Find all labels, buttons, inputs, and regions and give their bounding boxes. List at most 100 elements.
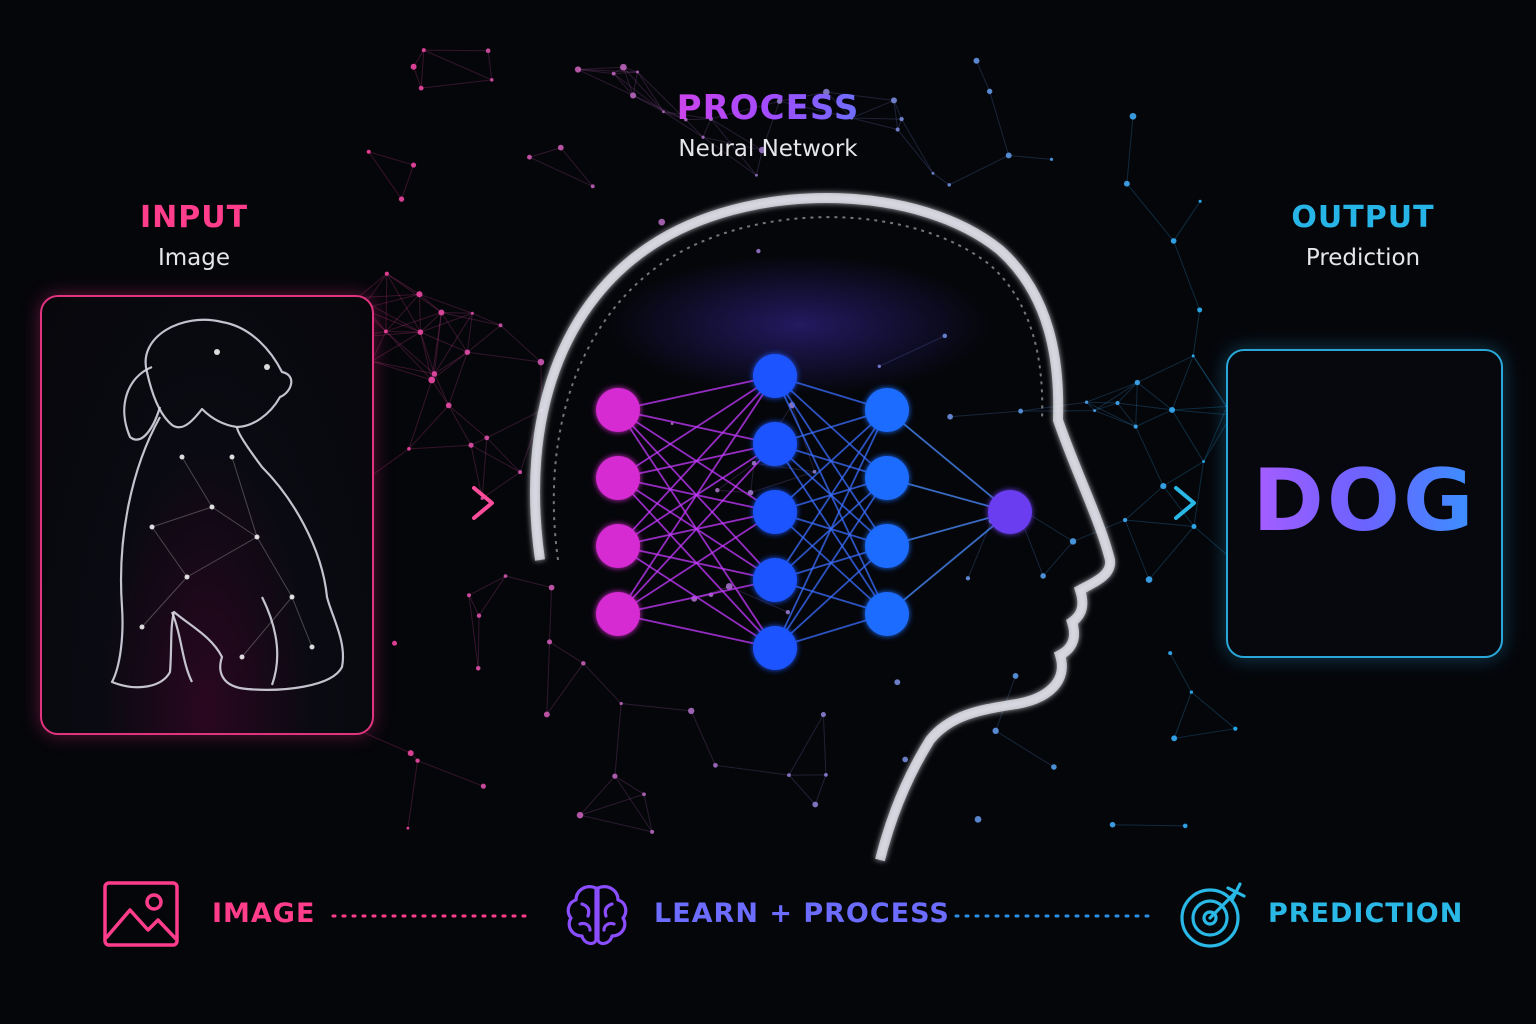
constellation-link [441, 312, 468, 353]
constellation-link [948, 155, 1009, 186]
constellation-link [1163, 461, 1204, 487]
constellation-dot [1169, 406, 1176, 413]
constellation-link [851, 117, 898, 131]
constellation-dot [527, 154, 532, 160]
constellation-link [1137, 382, 1173, 411]
constellation-dot [576, 811, 584, 819]
constellation-link [371, 360, 435, 375]
constellation-dot [485, 48, 491, 54]
constellation-link [622, 67, 634, 96]
constellation-dot [366, 149, 371, 154]
network-connection [617, 443, 776, 615]
constellation-dot [1168, 651, 1173, 656]
process-title: PROCESS [568, 88, 968, 128]
constellation-link [950, 410, 1021, 418]
constellation-link [487, 50, 493, 80]
constellation-dot [636, 70, 639, 74]
constellation-link [385, 273, 388, 332]
constellation-link [579, 775, 616, 816]
network-node-layer-3 [865, 592, 909, 636]
constellation-dot [895, 127, 900, 132]
constellation-link [478, 575, 506, 616]
constellation-dot [470, 311, 474, 315]
constellation-link [976, 60, 991, 92]
constellation-link [549, 587, 553, 642]
constellation-link [1173, 691, 1192, 739]
constellation-link [851, 117, 902, 120]
constellation-link [470, 445, 483, 499]
constellation-link [761, 101, 780, 151]
constellation-link [814, 774, 827, 805]
network-node-layer-2 [753, 354, 797, 398]
network-node-layer-2 [753, 490, 797, 534]
constellation-dot [1069, 538, 1077, 545]
constellation-dot [445, 402, 452, 409]
network-connection [774, 477, 888, 649]
constellation-link [1169, 652, 1192, 693]
constellation-link [710, 118, 763, 151]
constellation-link [851, 99, 895, 119]
network-connection [774, 409, 888, 581]
constellation-dot [965, 576, 971, 581]
constellation-dot [787, 773, 791, 778]
constellation-dot [557, 144, 564, 151]
constellation-link [1117, 402, 1173, 411]
constellation-dot [823, 88, 830, 96]
network-connection [886, 409, 1011, 513]
constellation-link [418, 294, 421, 333]
constellation-link [423, 49, 489, 52]
constellation-dot [484, 435, 490, 441]
constellation-link [1086, 382, 1138, 403]
constellation-link [546, 663, 584, 715]
constellation-link [893, 100, 899, 130]
network-node-layer-3 [865, 524, 909, 568]
constellation-link [549, 641, 584, 664]
network-connection [617, 375, 776, 615]
constellation-link [1191, 691, 1236, 730]
constellation-dot [1040, 573, 1046, 579]
constellation-dot [1233, 726, 1238, 731]
constellation-dot [684, 117, 688, 122]
constellation-link [702, 136, 757, 176]
constellation-link [621, 703, 692, 712]
constellation-dot [398, 196, 405, 202]
constellation-link [1172, 409, 1232, 416]
constellation-link [577, 69, 614, 75]
constellation-link [529, 156, 593, 187]
constellation-link [614, 703, 622, 777]
constellation-link [417, 760, 484, 787]
constellation-link [1117, 382, 1138, 404]
constellation-link [788, 774, 816, 805]
constellation-link [1008, 154, 1052, 160]
constellation-dot [755, 173, 758, 177]
constellation-link [386, 273, 421, 333]
constellation-dot [747, 489, 754, 496]
constellation-dot [756, 248, 761, 254]
constellation-link [715, 764, 790, 776]
constellation-link [500, 324, 542, 363]
constellation-dot [812, 801, 819, 808]
constellation-link [481, 437, 488, 499]
constellation-link [897, 129, 934, 174]
constellation-link [413, 49, 425, 68]
constellation-dot [713, 762, 718, 768]
constellation-link [690, 710, 716, 766]
constellation-link [663, 111, 704, 138]
constellation-link [755, 149, 763, 176]
constellation-link [441, 312, 473, 314]
constellation-link [710, 100, 780, 120]
constellation-dot [947, 183, 951, 187]
constellation-dot [518, 470, 523, 475]
network-node-layer-3 [865, 456, 909, 500]
constellation-link [1193, 461, 1205, 527]
constellation-link [420, 50, 425, 89]
constellation-link [1192, 355, 1228, 407]
constellation-link [1135, 426, 1164, 487]
network-node-layer-2 [753, 558, 797, 602]
constellation-link [613, 71, 638, 75]
constellation-link [433, 312, 442, 374]
constellation-link [434, 351, 468, 375]
constellation-dot [574, 66, 582, 73]
constellation-link [385, 331, 433, 381]
constellation-dot [1005, 152, 1012, 159]
